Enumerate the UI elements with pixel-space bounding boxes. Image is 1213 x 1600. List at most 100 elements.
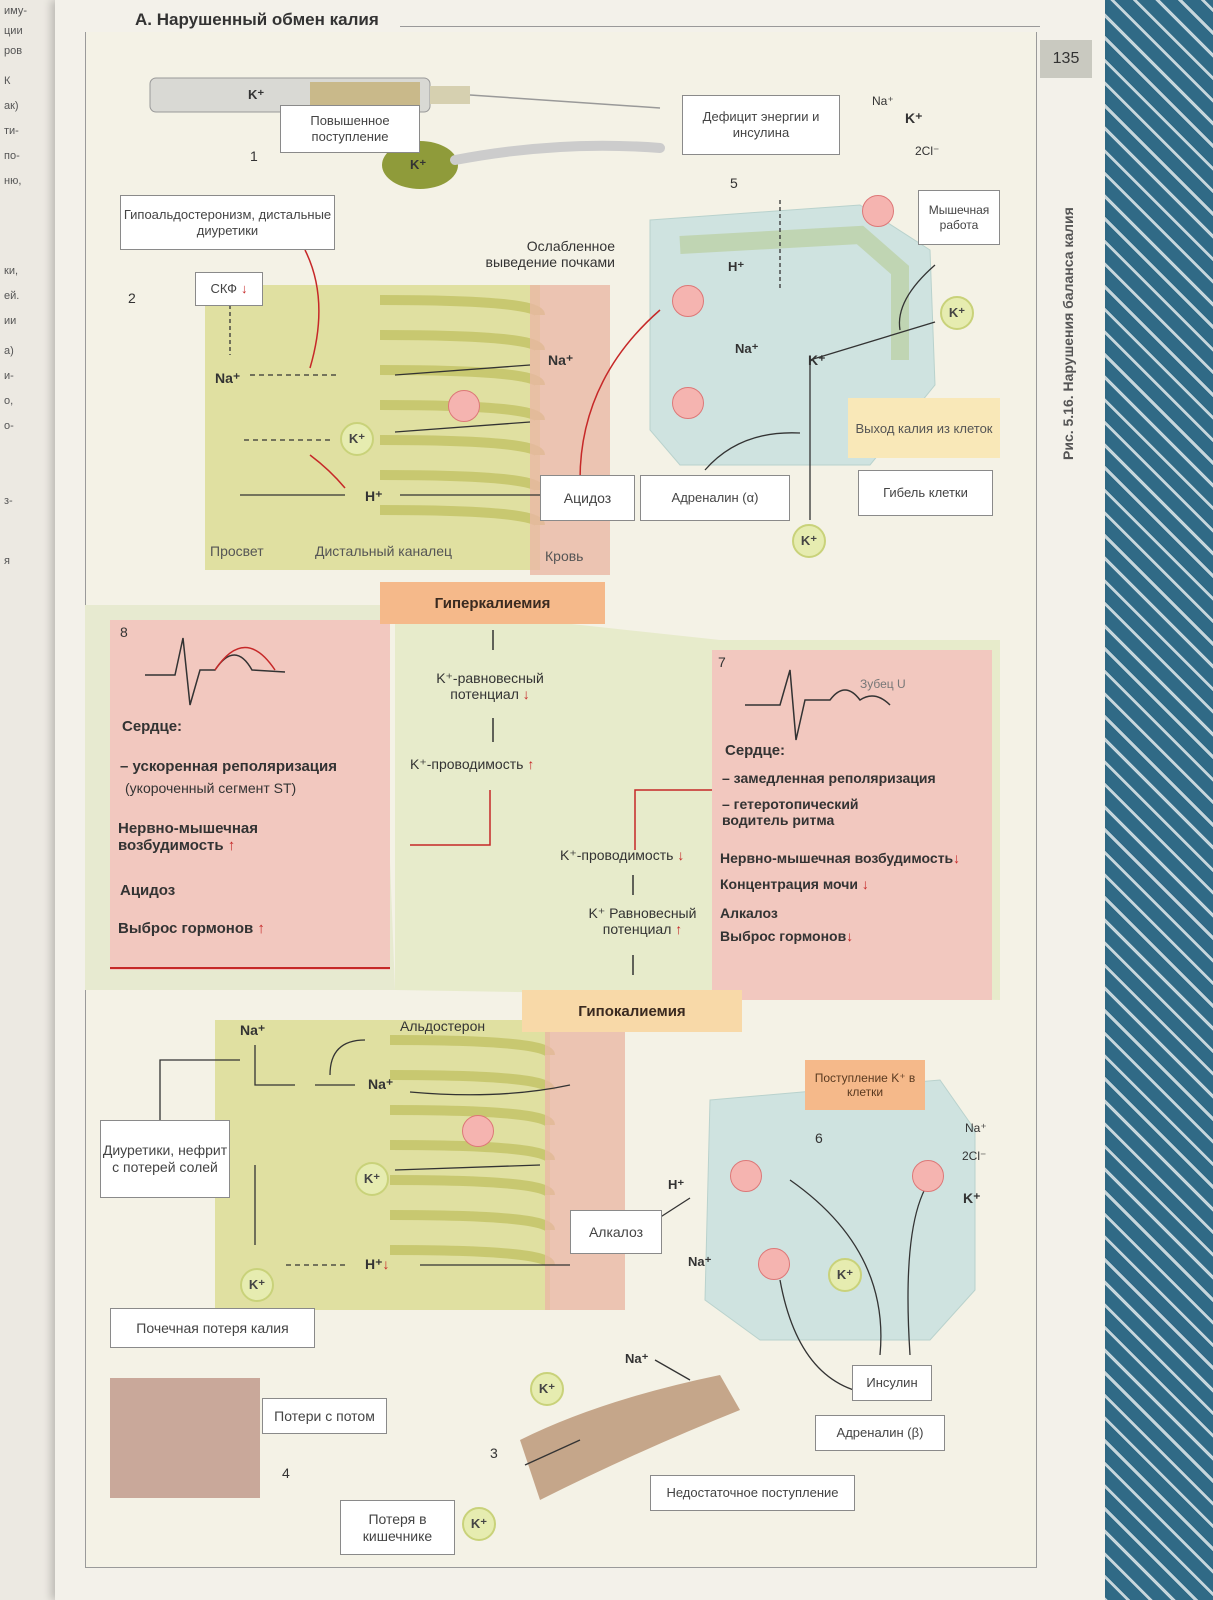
k-out-bottom: K⁺ <box>240 1268 274 1302</box>
prev-fragment: ии <box>4 315 17 327</box>
arrow-down-icon: ↓ <box>522 686 530 703</box>
intestine-illustration <box>520 1375 740 1500</box>
prev-fragment: и- <box>4 370 14 382</box>
k-cell-ion: K⁺ <box>828 1258 862 1292</box>
gut-loss-box: Потеря в кишечнике <box>340 1500 455 1555</box>
gfr-box: СКФ↓ <box>195 272 263 306</box>
na-cell-label: Na⁺ <box>735 341 759 356</box>
na-right-label: Na⁺ <box>965 1121 987 1135</box>
slow-repolarization: – замедленная реполяризация <box>722 770 936 786</box>
na-cell-bottom: Na⁺ <box>368 1076 394 1092</box>
k-out-ion: K⁺ <box>940 296 974 330</box>
heart-hyper-heading: Сердце: <box>122 718 183 735</box>
cotransporter-top <box>862 195 894 227</box>
arrow-down-icon: ↓ <box>382 1256 390 1272</box>
arrow-down-icon: ↓ <box>861 876 869 892</box>
cl-right-label: 2Cl⁻ <box>962 1149 987 1163</box>
arrow-down-icon: ↓ <box>846 928 854 944</box>
k-out-ion-2: K⁺ <box>792 524 826 558</box>
adrenaline-alpha-box: Адреналин (α) <box>640 475 790 521</box>
hyperkalemia-label: Гиперкалиемия <box>380 582 605 624</box>
neuromuscular-text: Нервно-мышечная возбудимость <box>118 820 259 855</box>
reduced-excretion-label: Ослабленное выведение почками <box>485 238 615 271</box>
k-conductance-hypo: K⁺-проводимость ↓ <box>560 847 684 863</box>
syringe-illustration <box>149 77 661 113</box>
alkalosis-hypo: Алкалоз <box>720 905 778 921</box>
k-right-label: K⁺ <box>963 1190 981 1206</box>
step-number-5: 5 <box>730 175 738 191</box>
k-cell-label: K⁺ <box>808 352 826 368</box>
prev-fragment: ти- <box>4 125 19 137</box>
distal-tubule-label: Дистальный каналец <box>315 543 453 559</box>
na-blood-label: Na⁺ <box>548 352 574 368</box>
cell-pump-4 <box>758 1248 790 1280</box>
step-number-7: 7 <box>718 654 726 670</box>
k-gut-ion: K⁺ <box>530 1372 564 1406</box>
urine-text: Концентрация мочи <box>720 876 858 892</box>
k-equilibrium-potential-hypo: K⁺ Равновесный потенциал ↑ <box>570 905 715 937</box>
k-ion-top: K⁺ <box>340 422 374 456</box>
prev-fragment: ции <box>4 25 23 37</box>
step-number-3: 3 <box>490 1445 498 1461</box>
prev-fragment: о- <box>4 420 14 432</box>
na-gut-label: Na⁺ <box>625 1351 649 1366</box>
increased-intake-box: Повышенное поступление <box>280 105 420 153</box>
prev-fragment: ров <box>4 45 23 57</box>
step-number-8: 8 <box>120 624 128 640</box>
cell-pump-3 <box>730 1160 762 1192</box>
atpase-pump-top <box>448 390 480 422</box>
urine-concentration: Концентрация мочи ↓ <box>720 876 869 892</box>
k-equilibrium-potential-hyper: K⁺-равновесный потенциал ↓ <box>415 670 565 702</box>
k-equilibrium-text: K⁺ Равновесный потенциал <box>588 905 697 938</box>
na-top-label: Na⁺ <box>872 94 894 108</box>
h-ion-bottom: H⁺↓ <box>365 1256 390 1272</box>
h-cell-bottom: H⁺ <box>668 1177 685 1192</box>
k-entry-box: Поступление K⁺ в клетки <box>805 1060 925 1110</box>
atpase-pump-bottom <box>462 1115 494 1147</box>
energy-deficit-box: Дефицит энергии и инсулина <box>682 95 840 155</box>
prev-fragment: ак) <box>4 100 19 112</box>
cell-pump-2 <box>672 387 704 419</box>
k-ion-bottom: K⁺ <box>355 1162 389 1196</box>
hormones-hyper: Выброс гормонов ↑ <box>118 920 265 937</box>
aldosterone-label: Альдостерон <box>400 1018 486 1034</box>
hypokalemia-label: Гипокалиемия <box>522 990 742 1032</box>
step-number-4: 4 <box>282 1465 290 1481</box>
arrow-up-icon: ↑ <box>675 921 683 938</box>
arrow-up-icon: ↑ <box>527 756 535 772</box>
sweat-loss-box: Потери с потом <box>262 1398 387 1434</box>
k-spoon-label: K⁺ <box>410 157 427 172</box>
prev-fragment: ей. <box>4 290 20 302</box>
k-conductance-hyper: K⁺-проводимость ↑ <box>410 756 534 772</box>
hormones-text: Выброс гормонов <box>720 928 847 944</box>
cell-death-box: Гибель клетки <box>858 470 993 516</box>
bottom-tubule <box>215 1020 625 1310</box>
k-equilibrium-text: K⁺-равновесный потенциал <box>436 670 544 703</box>
bottom-muscle-cell <box>704 1079 976 1341</box>
h-cell-label: H⁺ <box>728 259 745 274</box>
na-cell-bottom-2: Na⁺ <box>688 1254 712 1269</box>
figure-title: А. Нарушенный обмен калия <box>135 10 379 29</box>
spoon-illustration <box>382 140 665 189</box>
cotransporter-bottom <box>912 1160 944 1192</box>
prev-fragment: К <box>4 75 11 87</box>
insufficient-intake-box: Недостаточное поступление <box>650 1475 855 1511</box>
u-wave-label: Зубец U <box>860 677 906 691</box>
k-top-label: K⁺ <box>905 110 923 126</box>
potassium-exit-box: Выход калия из клеток <box>848 398 1000 458</box>
step-number-6: 6 <box>815 1130 823 1146</box>
acidosis-hyper: Ацидоз <box>120 882 176 899</box>
muscle-work-box: Мышечная работа <box>918 190 1000 245</box>
prev-fragment: я <box>4 555 10 567</box>
step-number-1: 1 <box>250 148 258 164</box>
h-ion-top: H⁺ <box>365 488 383 504</box>
hyperkalemia-panel <box>110 620 390 970</box>
gfr-label: СКФ <box>210 281 237 297</box>
step-number-2: 2 <box>128 290 136 306</box>
acidosis-box: Ацидоз <box>540 475 635 521</box>
ecg-hypo-trace <box>745 669 891 741</box>
prev-fragment: з- <box>4 495 13 507</box>
h-ion-text: H⁺ <box>365 1256 383 1272</box>
heart-hypo-heading: Сердце: <box>725 742 786 759</box>
k-gut-ion-2: K⁺ <box>462 1507 496 1541</box>
